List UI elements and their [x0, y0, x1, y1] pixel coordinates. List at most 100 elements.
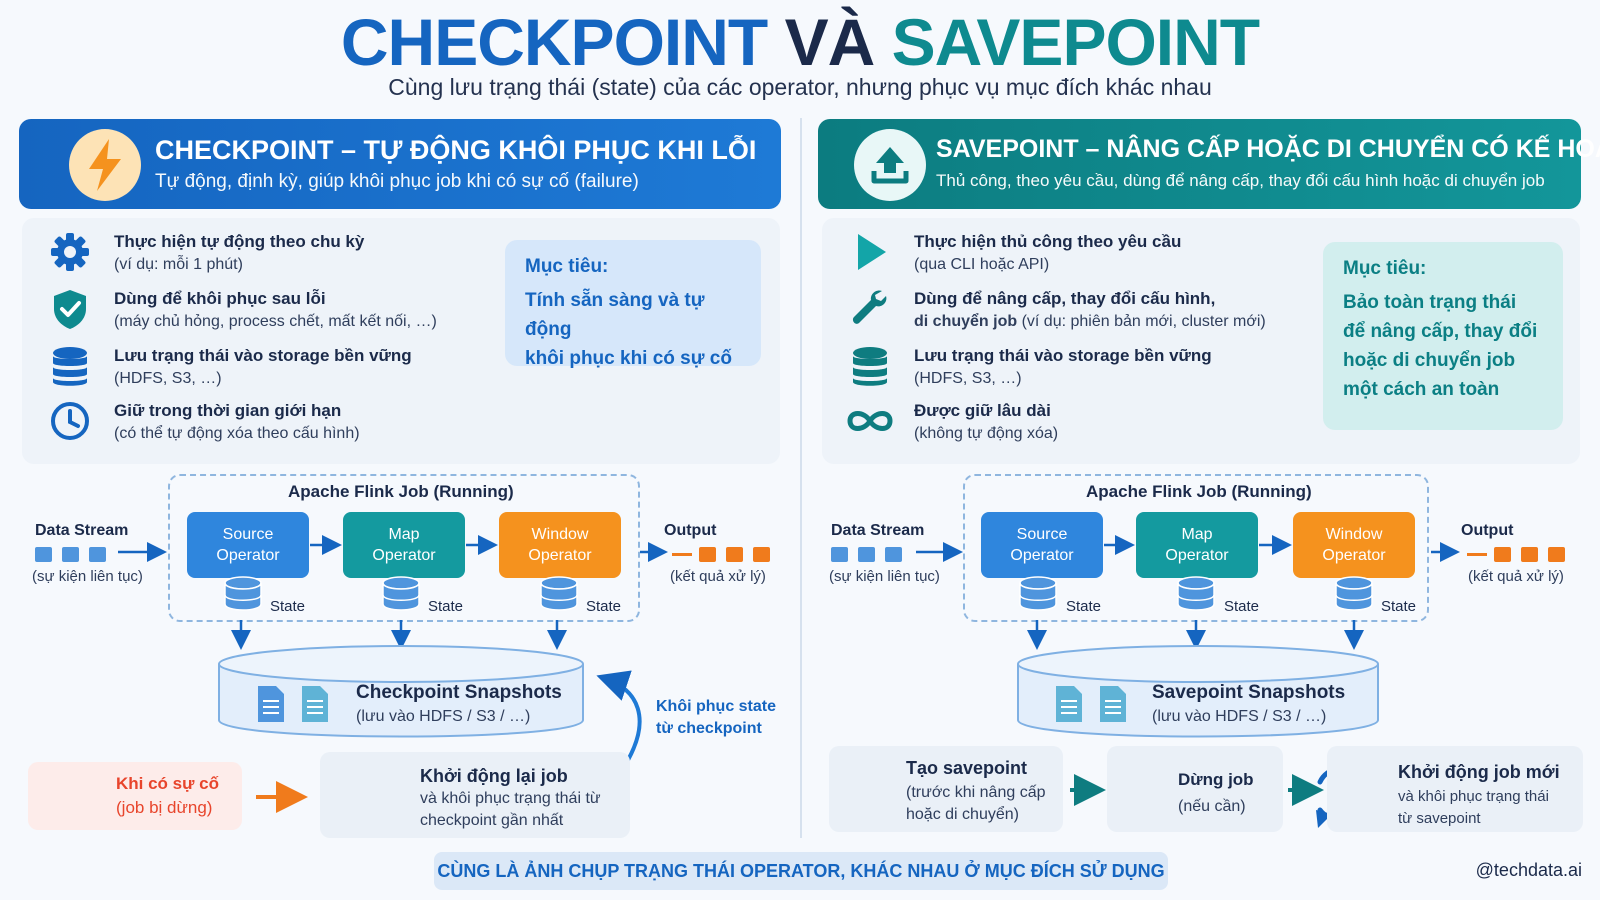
savepoint-data-stream-label: Data Stream: [831, 522, 925, 539]
step-line2: từ savepoint: [1398, 810, 1481, 827]
savepoint-output-label: Output: [1461, 522, 1514, 539]
wrench-icon: [848, 287, 892, 331]
output-event: [1494, 547, 1511, 562]
savepoint-header: SAVEPOINT – NÂNG CẤP HOẶC DI CHUYỂN CÓ K…: [818, 119, 1600, 209]
savepoint-header-title: SAVEPOINT – NÂNG CẤP HOẶC DI CHUYỂN CÓ K…: [936, 135, 1600, 163]
item-title: Giữ trong thời gian giới hạn: [114, 401, 342, 420]
savepoint-snapshot-sub: (lưu vào HDFS / S3 / …): [1152, 708, 1327, 725]
checkpoint-data-stream-sub: (sự kiện liên tục): [32, 568, 143, 585]
item-detail: (không tự động xóa): [914, 425, 1059, 442]
goal-text-line4: một cách an toàn: [1343, 379, 1500, 400]
goal-text-line2: để nâng cấp, thay đổi: [1343, 321, 1538, 342]
step-title: Tạo savepoint: [906, 758, 1028, 778]
title-and: VÀ: [784, 5, 876, 79]
bottom-banner: CÙNG LÀ ẢNH CHỤP TRẠNG THÁI OPERATOR, KH…: [434, 852, 1168, 890]
database-icon: [48, 344, 92, 388]
output-dash: [1467, 553, 1487, 556]
item-detail: (HDFS, S3, …): [914, 370, 1022, 387]
item-detail-rest: (ví dụ: phiên bản mới, cluster mới): [1017, 313, 1266, 330]
checkpoint-goal-box: Mục tiêu: Tính sẵn sàng và tự động khôi …: [505, 240, 761, 369]
state-db-icon: [1177, 576, 1215, 611]
operator-line2: Operator: [216, 547, 280, 564]
play-icon: [848, 230, 892, 274]
checkpoint-output-sub: (kết quả xử lý): [670, 568, 766, 585]
checkpoint-snapshot-title: Checkpoint Snapshots: [356, 682, 562, 703]
checkpoint-job-title: Apache Flink Job (Running): [288, 482, 514, 501]
page-title: CHECKPOINT VÀ SAVEPOINT: [0, 6, 1600, 78]
operator-line2: Operator: [1322, 547, 1386, 564]
document-icon: [258, 686, 284, 722]
goal-heading: Mục tiêu:: [525, 256, 609, 277]
checkpoint-header-subtitle: Tự động, định kỳ, giúp khôi phục job khi…: [155, 171, 639, 192]
item-detail-bold: di chuyển job: [914, 313, 1018, 330]
center-divider: [800, 118, 802, 838]
restore-arrow: [596, 670, 642, 761]
title-checkpoint: CHECKPOINT: [340, 5, 768, 79]
output-event: [699, 547, 716, 562]
upload-icon: [854, 129, 926, 201]
savepoint-output-sub: (kết quả xử lý): [1468, 568, 1564, 585]
output-dash: [672, 553, 692, 556]
infinity-icon: [847, 399, 893, 443]
item-detail: (có thể tự động xóa theo cấu hình): [114, 425, 360, 442]
operator-line2: Operator: [1165, 547, 1229, 564]
operator-line1: Window: [531, 526, 589, 543]
operator-line2: Operator: [1010, 547, 1074, 564]
failure-line2: (job bị dừng): [116, 798, 213, 817]
item-title: Lưu trạng thái vào storage bền vững: [114, 346, 412, 365]
goal-text-line3: hoặc di chuyển job: [1343, 350, 1516, 371]
item-title: Được giữ lâu dài: [914, 401, 1051, 420]
operator-line1: Map: [388, 526, 420, 543]
checkpoint-snapshot-sub: (lưu vào HDFS / S3 / …): [356, 708, 531, 725]
stream-event: [89, 547, 106, 562]
step-line1: và khôi phục trạng thái: [1398, 788, 1549, 805]
operator-line1: Map: [1181, 526, 1213, 543]
restore-label-line1: Khôi phục state: [656, 698, 777, 715]
document-icon: [1100, 686, 1126, 722]
step-line1: (nếu cần): [1178, 798, 1246, 815]
state-db-icon: [224, 576, 262, 611]
database-icon: [848, 344, 892, 388]
item-title: Dùng để khôi phục sau lỗi: [114, 289, 326, 308]
step-card-stop-job: [1107, 746, 1283, 832]
savepoint-data-stream-sub: (sự kiện liên tục): [829, 568, 940, 585]
operator-line1: Source: [222, 526, 274, 543]
restart-card: [320, 752, 630, 838]
state-label: State: [1224, 598, 1260, 615]
clock-icon: [48, 399, 92, 443]
title-savepoint: SAVEPOINT: [891, 5, 1261, 79]
state-label: State: [1381, 598, 1417, 615]
checkpoint-flink-job-box: [168, 474, 640, 622]
restore-label-line2: từ checkpoint: [656, 720, 762, 737]
restart-title: Khởi động lại job: [420, 766, 568, 786]
savepoint-goal-box: Mục tiêu: Bảo toàn trạng thái để nâng cấ…: [1323, 242, 1563, 430]
savepoint-flow-graphics: [844, 535, 1460, 828]
goal-text-line1: Bảo toàn trạng thái: [1343, 292, 1517, 313]
savepoint-header-subtitle: Thủ công, theo yêu cầu, dùng để nâng cấp…: [936, 171, 1545, 190]
failure-line1: Khi có sự cố: [116, 774, 219, 793]
checkpoint-output-label: Output: [664, 522, 717, 539]
step-line1: (trước khi nâng cấp: [906, 784, 1046, 801]
operator-line2: Operator: [372, 547, 436, 564]
step-card-create-savepoint: [829, 746, 1063, 832]
restart-line2: checkpoint gần nhất: [420, 812, 564, 829]
document-icon: [302, 686, 328, 722]
output-event: [1548, 547, 1565, 562]
stream-event: [62, 547, 79, 562]
state-label: State: [1066, 598, 1102, 615]
savepoint-job-title: Apache Flink Job (Running): [1086, 482, 1312, 501]
document-icon: [1056, 686, 1082, 722]
goal-text-line2: khôi phục khi có sự cố: [525, 348, 732, 369]
step-title: Dừng job: [1178, 770, 1254, 789]
step-card-start-new-job: [1327, 746, 1583, 832]
goal-heading: Mục tiêu:: [1343, 258, 1427, 279]
item-title: Dùng để nâng cấp, thay đổi cấu hình,: [914, 289, 1216, 308]
state-db-icon: [382, 576, 420, 611]
item-title: Lưu trạng thái vào storage bền vững: [914, 346, 1212, 365]
